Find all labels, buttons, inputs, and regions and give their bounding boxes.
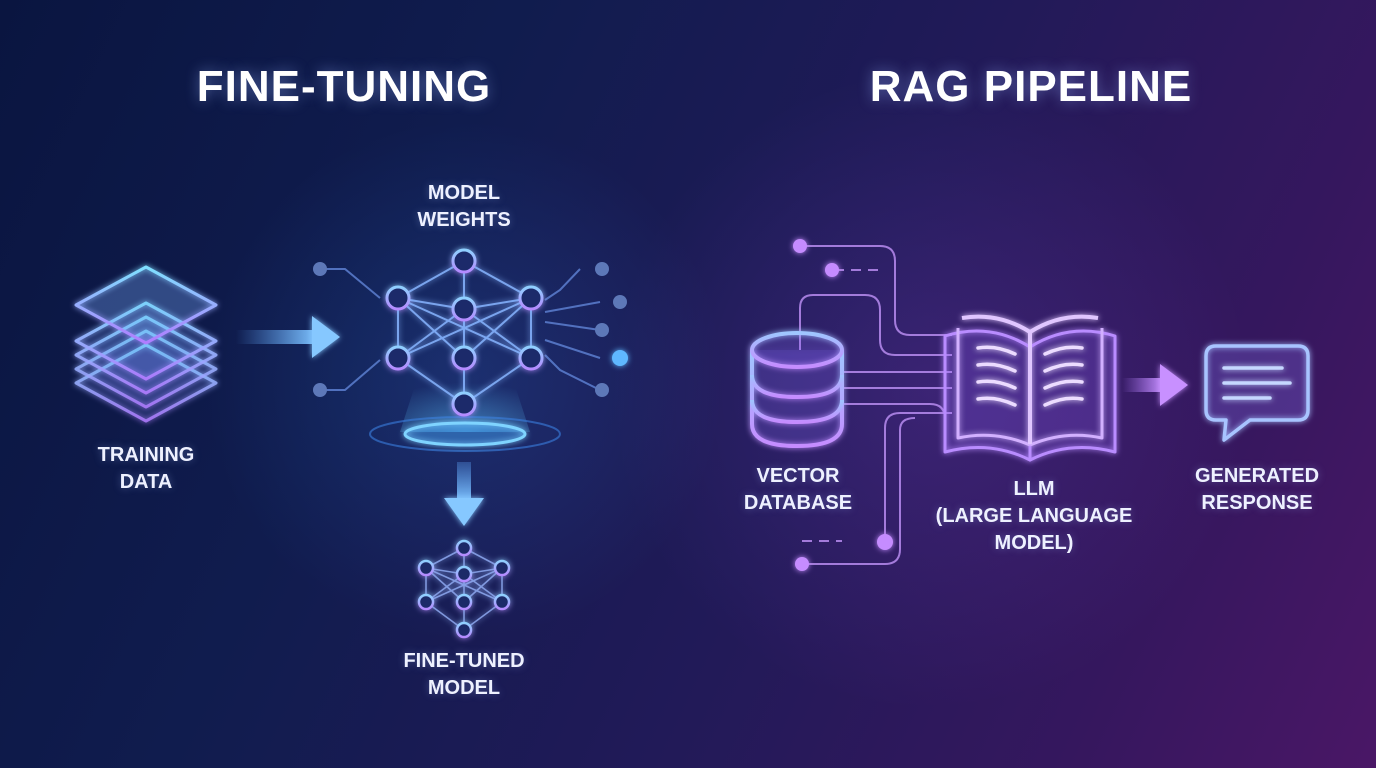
chat-bubble-icon bbox=[1204, 344, 1310, 442]
fine-tuned-model-label: FINE-TUNED MODEL bbox=[403, 650, 525, 699]
vector-database-label: VECTOR DATABASE bbox=[743, 465, 853, 514]
open-book-icon bbox=[943, 314, 1117, 462]
stacked-layers-icon bbox=[74, 265, 218, 423]
fine-tuned-network-icon bbox=[417, 539, 511, 639]
fine-tuning-title: FINE-TUNING bbox=[196, 62, 492, 111]
rag-pipeline-title: RAG PIPELINE bbox=[869, 62, 1193, 111]
model-weights-label: MODEL WEIGHTS bbox=[417, 182, 511, 231]
arrow-to-model-weights bbox=[236, 316, 340, 358]
neural-network-icon bbox=[385, 248, 544, 417]
connector-nodes bbox=[313, 262, 628, 397]
arrow-to-fine-tuned-model bbox=[444, 462, 484, 526]
network-input-connectors bbox=[320, 268, 601, 391]
arrow-to-response bbox=[1122, 364, 1188, 406]
training-data-label: TRAINING DATA bbox=[97, 444, 195, 493]
generated-response-label: GENERATED RESPONSE bbox=[1194, 465, 1320, 514]
rag-circuit-lines bbox=[799, 245, 952, 565]
rag-circuit-nodes bbox=[793, 239, 893, 571]
llm-label: LLM (LARGE LANGUAGE MODEL) bbox=[935, 478, 1133, 554]
database-icon bbox=[750, 331, 844, 449]
